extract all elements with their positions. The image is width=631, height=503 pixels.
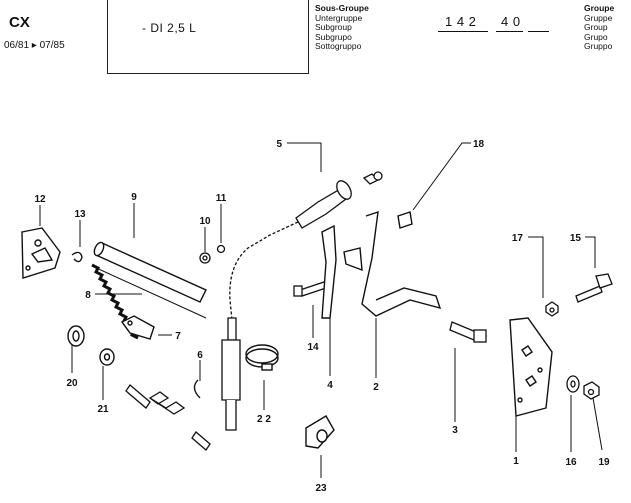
part-21-washer — [99, 348, 115, 366]
part-1-plate — [509, 317, 553, 417]
callout-14: 14 — [307, 342, 319, 353]
subgroup-label-es: Subgrupo — [315, 31, 352, 42]
part-22-clamp — [245, 344, 279, 371]
callout-23: 23 — [315, 483, 327, 494]
callout-5: 5 — [276, 139, 282, 150]
part-2-lever — [343, 210, 442, 317]
header: CX 06/81 ▸ 07/85 - DI 2,5 L Sous-Groupe … — [0, 0, 631, 80]
subgroup-labels: Sous-Groupe Untergruppe Subgroup Subgrup… — [315, 3, 369, 52]
subgroup-label-it: Sottogruppo — [315, 41, 362, 51]
model-name: CX — [9, 14, 30, 31]
part-15-bolt — [575, 273, 613, 303]
callout-2: 2 — [373, 382, 379, 393]
subgroup-label-en: Subgroup — [315, 22, 352, 32]
part-10-nut — [199, 252, 211, 264]
part-11-washer — [216, 244, 226, 254]
part-19-nut — [583, 381, 600, 400]
callout-11: 11 — [216, 193, 227, 204]
callout-7: 7 — [175, 331, 181, 342]
subgroup-code: 4 0 — [501, 14, 521, 29]
callout-17: 17 — [512, 233, 524, 244]
part-23-clip — [305, 415, 335, 449]
part-4-bracket — [321, 224, 337, 319]
part-6-rod — [193, 317, 241, 431]
callout-3: 3 — [452, 425, 458, 436]
callout-6: 6 — [197, 350, 203, 361]
callout-15: 15 — [570, 233, 582, 244]
callout-1: 1 — [513, 456, 519, 467]
callout-16: 16 — [565, 457, 577, 468]
header-divider-right — [308, 0, 309, 73]
group-label-it: Gruppo — [584, 41, 613, 51]
group-label-de: Gruppe — [584, 12, 613, 23]
tension-spring-assembly — [125, 384, 211, 451]
production-dates: 06/81 ▸ 07/85 — [4, 40, 65, 51]
part-13-clip — [71, 251, 83, 263]
part-17-nut — [545, 301, 559, 317]
part-20-bush — [67, 325, 85, 347]
callout-10: 10 — [199, 216, 211, 227]
part-16-washer — [566, 375, 580, 393]
callout-20: 20 — [66, 378, 78, 389]
part-3-bolt — [449, 321, 487, 343]
callout-21: 21 — [97, 404, 109, 415]
group-label-es: Grupo — [584, 31, 608, 42]
part-5-cable — [229, 171, 383, 321]
callout-18: 18 — [473, 139, 485, 150]
part-12-bracket — [21, 227, 61, 279]
callout-13: 13 — [74, 209, 86, 220]
group-label-fr: Groupe — [584, 3, 615, 13]
subgroup-code-underline — [496, 31, 523, 32]
engine-type: - DI 2,5 L — [142, 21, 197, 35]
callout-22: 2 2 — [257, 414, 271, 425]
header-box-bottom — [107, 73, 309, 74]
part-7-block — [120, 315, 155, 340]
callout-12: 12 — [34, 194, 46, 205]
group-label-en: Group — [584, 22, 608, 32]
part-18-clip — [397, 211, 413, 229]
callout-8: 8 — [85, 290, 91, 301]
header-divider-left — [107, 0, 108, 73]
variant-code-underline — [528, 31, 549, 32]
part-9-sleeve — [93, 241, 207, 303]
group-labels: Groupe Gruppe Group Grupo Gruppo — [584, 3, 615, 52]
subgroup-label-fr: Sous-Groupe — [315, 3, 369, 13]
group-code-underline — [438, 31, 488, 32]
callout-4: 4 — [327, 380, 333, 391]
callout-19: 19 — [598, 457, 610, 468]
callout-9: 9 — [131, 192, 137, 203]
subgroup-label-de: Untergruppe — [315, 12, 363, 23]
group-code: 1 4 2 — [445, 14, 477, 29]
